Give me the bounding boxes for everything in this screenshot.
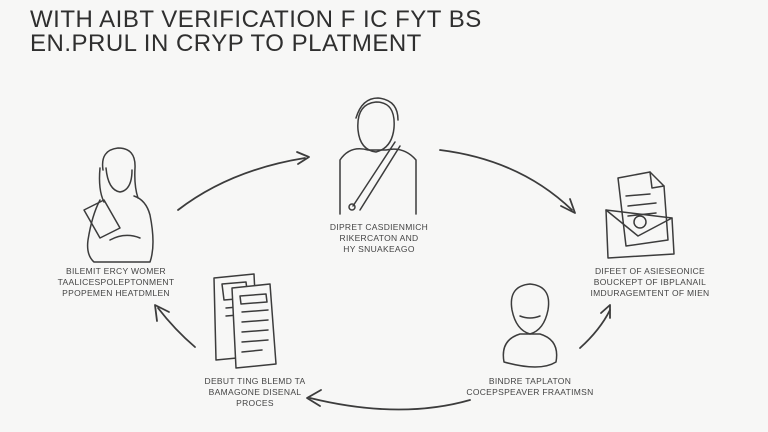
- title-line-1: WITH AIBT VERIFICATION F IC FYT BS: [30, 6, 482, 33]
- arrow-step5-to-step1: [154, 304, 196, 348]
- bust-silhouette-icon: [502, 283, 558, 368]
- arrow-step4-to-step5: [306, 389, 471, 411]
- step-3-line-2: BOUCKEPT OF IBPLANAIL: [593, 277, 707, 287]
- step-5-line-3: PROCES: [236, 398, 274, 408]
- step-4-line-2: COCEPSPEAVER FRAATIMSN: [466, 387, 594, 397]
- title-line-2: EN.PRUL IN CRYP TO PLATMENT: [30, 30, 422, 57]
- step-2-line-2: RIKERCATON AND: [339, 233, 419, 243]
- document-stack-icon: [213, 273, 277, 369]
- step-1-line-2: TAALICESPOLEPTONMENT: [57, 277, 175, 287]
- document-envelope-icon: [605, 171, 675, 259]
- step-3-caption: DIFEET OF ASIESEONICE BOUCKEPT OF IBPLAN…: [575, 266, 725, 299]
- arrow-step1-to-step2: [177, 151, 310, 211]
- step-5-line-1: DEBUT TING BLEMD TA: [204, 376, 306, 386]
- woman-holding-id-icon: [83, 147, 154, 263]
- step-5-line-2: BAMAGONE DISENAL: [208, 387, 302, 397]
- arrow-step2-to-step3: [439, 149, 576, 214]
- step-1-line-1: BILEMIT ERCY WOMER: [65, 266, 167, 276]
- step-1-caption: BILEMIT ERCY WOMER TAALICESPOLEPTONMENT …: [46, 266, 186, 299]
- step-1-line-3: PPOPEMEN HEATDMLEN: [62, 288, 170, 298]
- step-2-line-3: HY SNUAKEAGO: [343, 244, 415, 254]
- step-4-caption: BINDRE TAPLATON COCEPSPEAVER FRAATIMSN: [455, 376, 605, 398]
- arrow-step3-to-step4: [579, 304, 611, 349]
- step-4-line-1: BINDRE TAPLATON: [488, 376, 572, 386]
- step-3-line-3: IMDURAGEMTENT OF MIEN: [590, 288, 710, 298]
- person-with-strap-icon: [339, 97, 417, 215]
- step-3-line-1: DIFEET OF ASIESEONICE: [594, 266, 706, 276]
- step-2-line-1: DIPRET CASDIENMICH: [329, 222, 429, 232]
- step-2-caption: DIPRET CASDIENMICH RIKERCATON AND HY SNU…: [304, 222, 454, 255]
- step-5-caption: DEBUT TING BLEMD TA BAMAGONE DISENAL PRO…: [185, 376, 325, 409]
